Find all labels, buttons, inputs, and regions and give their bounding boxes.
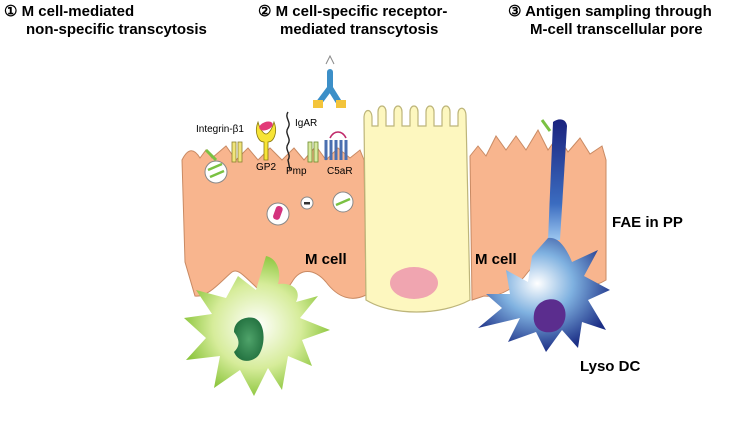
- title-2-line1: M cell-specific receptor-: [275, 3, 448, 20]
- integrin-receptor-b: [237, 141, 243, 163]
- igar-label: IgAR: [295, 118, 318, 129]
- vesicle-4-antigen: [335, 197, 351, 207]
- m-cell-right-label: M cell: [475, 251, 517, 268]
- gp2-label: GP2: [256, 162, 277, 173]
- antigen-mark-pore: [540, 119, 552, 132]
- green-dc-nucleus: [234, 317, 264, 361]
- c5ar-receptor: [324, 140, 348, 160]
- pmp-label: Pmp: [286, 166, 307, 177]
- title-2: ② M cell-specific receptor- mediated tra…: [258, 3, 447, 39]
- c5ar-label: C5aR: [327, 166, 353, 177]
- igar-receptor-b: [313, 141, 319, 163]
- title-3-line2: M-cell transcellular pore: [530, 21, 703, 38]
- c5ar-ligand: [329, 131, 347, 139]
- title-1-line1: M cell-mediated: [21, 3, 135, 20]
- lyso-dc-nucleus: [533, 299, 566, 333]
- title-2-number: ②: [258, 3, 272, 20]
- integrin-label: Integrin-β1: [196, 124, 244, 135]
- title-2-line2: mediated transcytosis: [280, 21, 439, 38]
- title-1: ① M cell-mediated non-specific transcyto…: [4, 3, 207, 39]
- vesicle-2-cargo: [273, 205, 283, 220]
- lyso-dc-label: Lyso DC: [580, 358, 641, 375]
- transcellular-pore: [548, 119, 567, 240]
- igar-receptor: [307, 141, 313, 163]
- m-cell-left-label: M cell: [305, 251, 347, 268]
- integrin-receptor: [231, 141, 237, 163]
- title-3-line1: Antigen sampling through: [525, 3, 712, 20]
- title-3-number: ③: [508, 3, 522, 20]
- gp2-ligand: [259, 121, 273, 131]
- title-1-number: ①: [4, 3, 18, 20]
- enterocyte-nucleus: [390, 267, 438, 299]
- fae-label: FAE in PP: [612, 214, 683, 231]
- vesicle-1-antigen-b: [209, 169, 225, 179]
- vesicle-1-antigen: [207, 162, 223, 172]
- title-3: ③ Antigen sampling through M-cell transc…: [508, 3, 712, 39]
- gp2-receptor: [256, 120, 276, 161]
- iga-antibody: [313, 54, 346, 108]
- lyso-dc-body: [478, 237, 610, 352]
- pmp-receptor: [286, 111, 291, 171]
- vesicle-3-cargo: [304, 202, 310, 205]
- title-1-line2: non-specific transcytosis: [26, 21, 207, 38]
- enterocyte-body: [363, 105, 471, 313]
- antigen-mark-left: [204, 148, 218, 162]
